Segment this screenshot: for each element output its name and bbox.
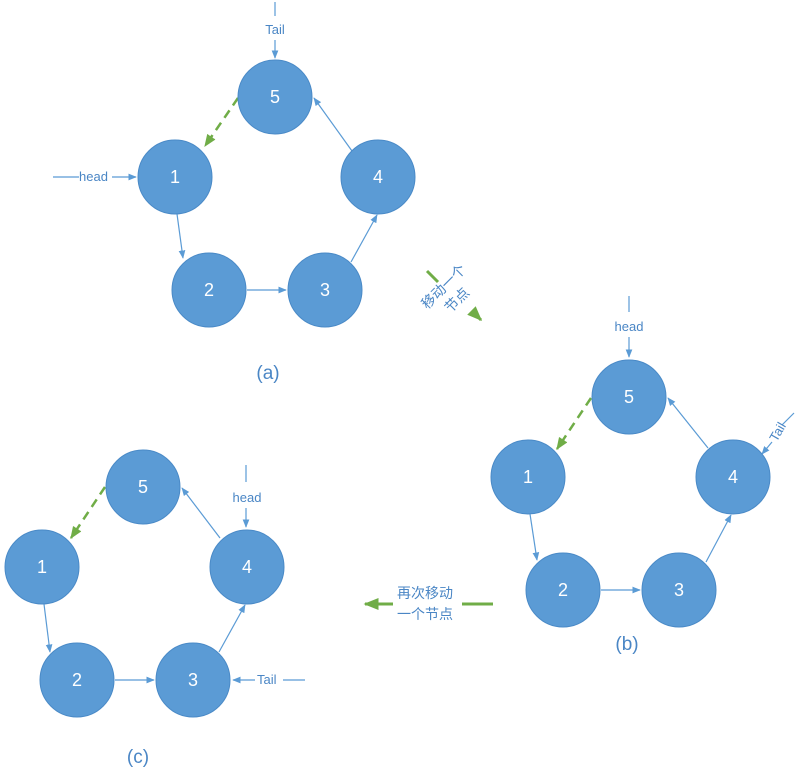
- edge-1-to-2: [176, 213, 186, 259]
- green-arrow-head: [467, 306, 483, 322]
- node-2: 2: [525, 552, 601, 628]
- node-label: 4: [728, 467, 738, 487]
- node-5: 5: [237, 59, 313, 135]
- node-1: 1: [4, 529, 80, 605]
- node-1: 1: [137, 139, 213, 215]
- node-2: 2: [39, 642, 115, 718]
- node-5: 5: [105, 449, 181, 525]
- node-label: 2: [72, 670, 82, 690]
- transition-move-one: 移动一个 节点: [419, 262, 483, 322]
- edge-4-to-5: [181, 487, 221, 539]
- node-label: 5: [624, 387, 634, 407]
- move-again-label-line2: 一个节点: [397, 607, 453, 623]
- node-label: 4: [242, 557, 252, 577]
- edge-4-to-5: [667, 397, 709, 449]
- diagram-c: head Tail 5 1 4 2 3 (c): [4, 449, 305, 768]
- edge-5-to-1-dashed: [555, 397, 593, 451]
- edge-3-to-4: [350, 214, 378, 263]
- node-3: 3: [287, 252, 363, 328]
- node-4: 4: [340, 139, 416, 215]
- node-3: 3: [641, 552, 717, 628]
- caption-a: (a): [256, 363, 279, 384]
- edge-5-to-1-dashed: [69, 486, 107, 540]
- tail-label: Tail: [265, 22, 285, 37]
- caption-c: (c): [127, 747, 149, 768]
- head-label: head: [79, 169, 108, 184]
- node-4: 4: [209, 529, 285, 605]
- diagram-b: head Tail 5 1 4 2 3 (b): [490, 296, 795, 655]
- node-2: 2: [171, 252, 247, 328]
- node-label: 3: [188, 670, 198, 690]
- node-1: 1: [490, 439, 566, 515]
- caption-b: (b): [615, 634, 638, 655]
- node-label: 3: [674, 580, 684, 600]
- edge-3-to-4: [218, 604, 246, 653]
- tail-label: Tail: [257, 672, 277, 687]
- tail-pointer-arrow: [761, 441, 773, 455]
- node-label: 5: [270, 87, 280, 107]
- diagram-a: Tail head 5 1 4 2 3 (a): [53, 2, 416, 384]
- edge-4-to-5: [313, 97, 353, 152]
- node-3: 3: [155, 642, 231, 718]
- node-label: 4: [373, 167, 383, 187]
- tail-pointer-stem: [781, 412, 795, 426]
- node-label: 1: [170, 167, 180, 187]
- node-label: 1: [37, 557, 47, 577]
- node-label: 5: [138, 477, 148, 497]
- head-label: head: [615, 319, 644, 334]
- edge-1-to-2: [529, 513, 540, 561]
- edge-1-to-2: [43, 603, 53, 653]
- green-dash-start: [425, 269, 440, 284]
- node-label: 2: [558, 580, 568, 600]
- head-label: head: [233, 490, 262, 505]
- move-again-label-line1: 再次移动: [397, 586, 453, 602]
- transition-move-again: 再次移动 一个节点: [363, 586, 493, 623]
- node-label: 2: [204, 280, 214, 300]
- edge-3-to-4: [705, 514, 732, 563]
- node-4: 4: [695, 439, 771, 515]
- node-label: 1: [523, 467, 533, 487]
- edge-5-to-1-dashed: [203, 97, 240, 148]
- tail-label: Tail: [766, 419, 789, 443]
- node-label: 3: [320, 280, 330, 300]
- node-5: 5: [591, 359, 667, 435]
